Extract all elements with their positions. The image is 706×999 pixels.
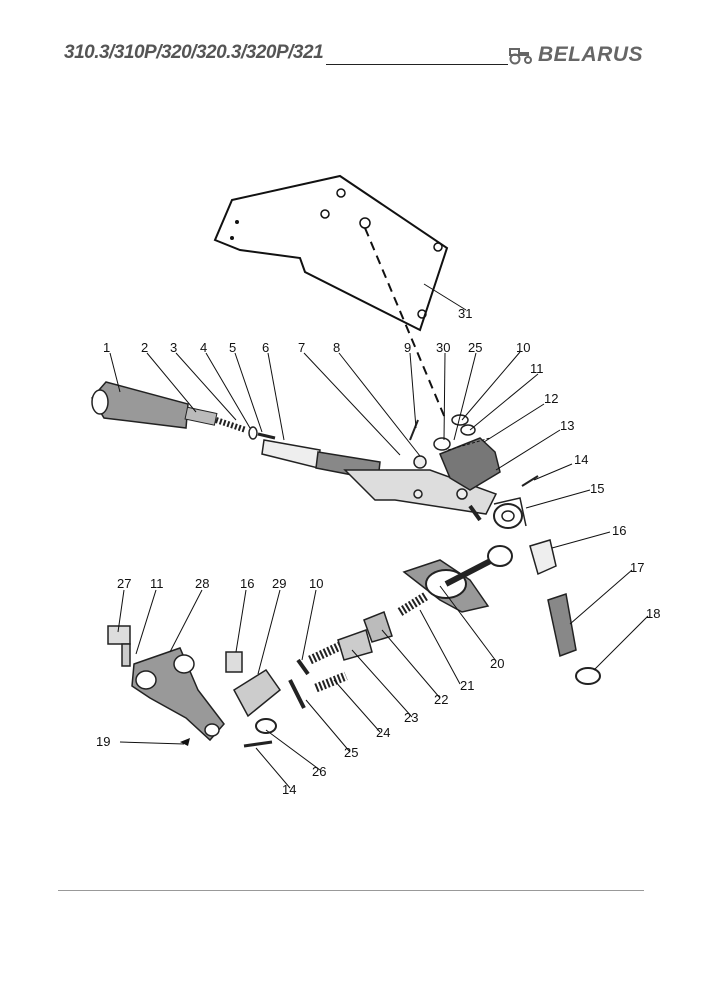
callout-label: 3 (170, 340, 177, 355)
header-rule (326, 64, 508, 65)
assembly-axis (364, 227, 446, 419)
callout-label: 18 (646, 606, 660, 621)
callout-label: 5 (229, 340, 236, 355)
callout-label: 9 (404, 340, 411, 355)
callout-label: 30 (436, 340, 450, 355)
callout-label: 21 (460, 678, 474, 693)
callout-label: 6 (262, 340, 269, 355)
footer-rule (58, 890, 644, 891)
callout-label: 14 (574, 452, 588, 467)
callout-label: 20 (490, 656, 504, 671)
callout-label: 15 (590, 481, 604, 496)
callout-labels: 1 2 3 4 5 6 7 8 9 30 25 10 11 12 13 14 1… (96, 306, 660, 797)
callout-label: 4 (200, 340, 207, 355)
callout-label: 14 (282, 782, 296, 797)
callout-label: 22 (434, 692, 448, 707)
callout-label: 29 (272, 576, 286, 591)
lever-assembly (91, 381, 539, 529)
tractor-icon (509, 48, 532, 65)
linkage-assembly (225, 539, 601, 748)
callout-label: 27 (117, 576, 131, 591)
callout-label: 24 (376, 725, 390, 740)
callout-label: 11 (530, 361, 544, 376)
callout-label: 26 (312, 764, 326, 779)
callout-label: 17 (630, 560, 644, 575)
callout-label: 23 (404, 710, 418, 725)
callout-label: 31 (458, 306, 472, 321)
page-title: 310.3/310P/320/320.3/320P/321 (64, 42, 324, 63)
callout-label: 25 (344, 745, 358, 760)
callout-label: 16 (612, 523, 626, 538)
callout-label: 10 (309, 576, 323, 591)
callout-label: 28 (195, 576, 209, 591)
callout-label: 16 (240, 576, 254, 591)
callout-label: 19 (96, 734, 110, 749)
callout-label: 1 (103, 340, 110, 355)
callout-label: 25 (468, 340, 482, 355)
callout-label: 11 (150, 576, 164, 591)
callout-label: 12 (544, 391, 558, 406)
leader-lines (109, 283, 649, 789)
callout-label: 10 (516, 340, 530, 355)
callout-label: 7 (298, 340, 305, 355)
fork-part (107, 625, 225, 746)
callout-label: 2 (141, 340, 148, 355)
callout-label: 13 (560, 418, 574, 433)
brand-logo: BELARUS (508, 42, 643, 68)
bracket-plate (213, 174, 449, 332)
brand-name: BELARUS (538, 43, 644, 66)
callout-label: 8 (333, 340, 340, 355)
